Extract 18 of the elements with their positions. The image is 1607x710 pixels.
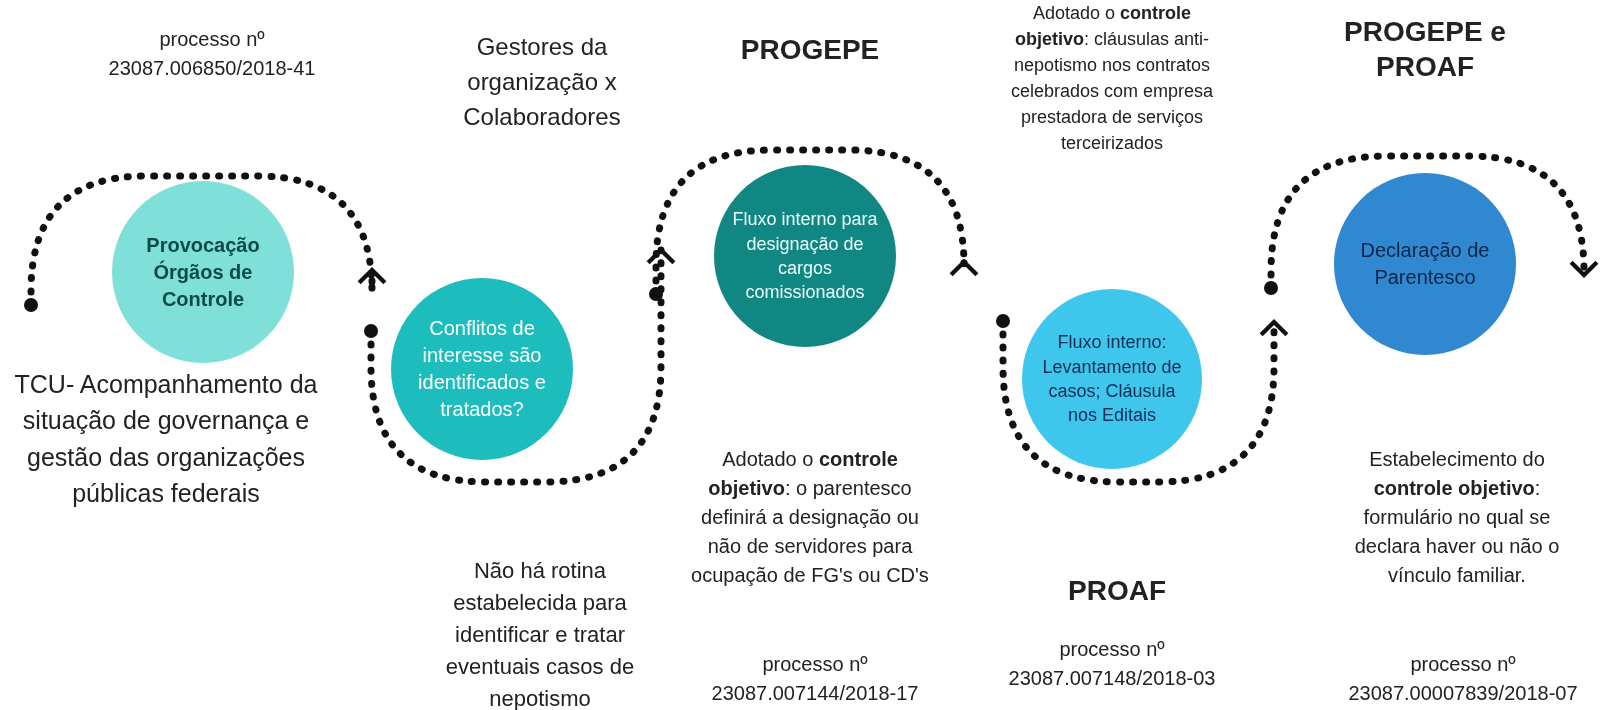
heading: PROGEPE — [739, 33, 881, 67]
note-text: Estabelecimento do controle objetivo: formulário no qual se declara haver ou não o vínculo familiar. — [1353, 447, 1561, 588]
process-number: processo nº 23087.007144/2018-17 — [710, 652, 920, 706]
node-text: Provocação Órgãos de Controle — [145, 232, 261, 312]
heading: PROGEPE e PROAF — [1343, 15, 1507, 84]
node-text: Declaração de Parentesco — [1359, 238, 1491, 290]
note-text: Adotado o controle objetivo: cláusulas anti-nepotismo nos contratos celebrados com empresa prestadora de serviços terceirizados — [1009, 2, 1215, 156]
process-number: processo nº 23087.007148/2018-03 — [1007, 637, 1217, 691]
node-text: Conflitos de interesse são identificados e tratados? — [417, 316, 547, 422]
process-number: processo nº 23087.00007839/2018-07 — [1347, 652, 1579, 706]
note-text: TCU- Acompanhamento da situação de governança e gestão das organizações públicas federais — [13, 369, 319, 509]
heading: PROAF — [1067, 574, 1167, 608]
note-text: Não há rotina estabelecida para identificar e tratar eventuais casos de nepotismo — [444, 557, 636, 710]
note-text: Adotado o controle objetivo: o parentesco definirá a designação ou não de servidores para ocupação de FG's ou CD's — [690, 447, 930, 588]
node-text: Fluxo interno para designação de cargos comissionados — [731, 208, 879, 305]
note-text: Gestores da organização x Colaboradores — [462, 32, 622, 132]
process-number: processo nº 23087.006850/2018-41 — [107, 27, 317, 81]
node-text: Fluxo interno: Levantamento de casos; Cláusula nos Editais — [1041, 331, 1183, 428]
